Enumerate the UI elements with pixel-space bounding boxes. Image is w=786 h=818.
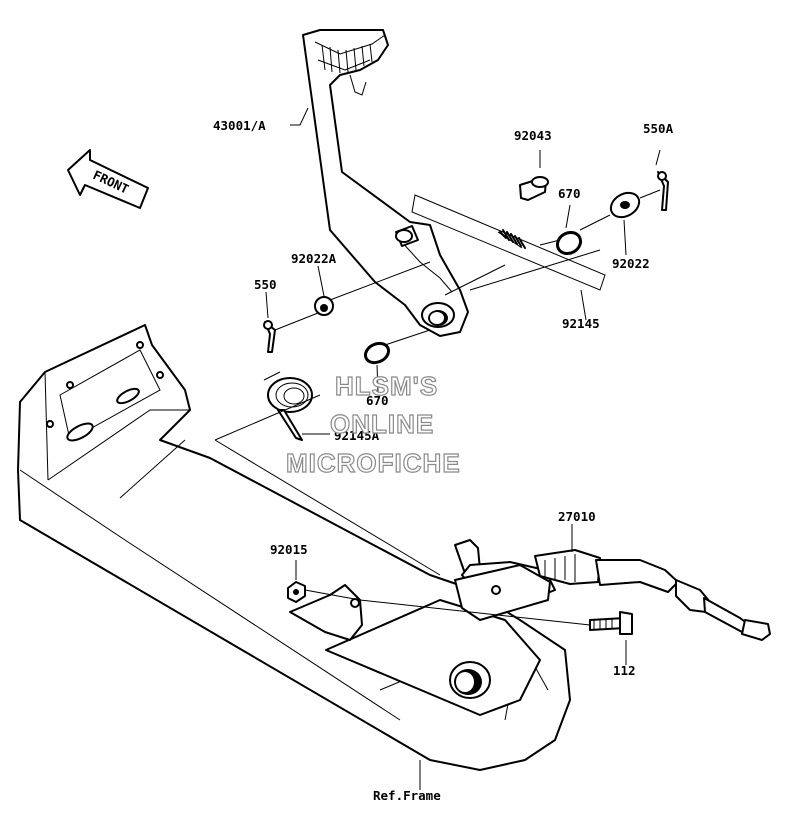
label-cotter-pin-a: 550A xyxy=(643,121,674,136)
label-return-spring: 92145A xyxy=(334,428,380,443)
label-cotter-pin: 550 xyxy=(254,277,277,292)
front-arrow: FRONT xyxy=(67,149,149,209)
washer-92022a xyxy=(314,296,334,316)
spring-92145 xyxy=(497,229,526,249)
label-spring: 92145 xyxy=(562,316,600,331)
bolt-112 xyxy=(589,611,633,635)
return-spring-92145a xyxy=(263,371,313,441)
label-o-ring-upper: 670 xyxy=(558,186,581,201)
watermark: HLSM'S ONLINE MICROFICHE xyxy=(285,370,461,478)
label-brake-pedal: 43001/A xyxy=(213,118,266,133)
cotter-pin-550a xyxy=(657,171,669,211)
washer-92022 xyxy=(609,191,641,219)
pivot-shaft xyxy=(411,194,606,291)
label-washer-right: 92022 xyxy=(612,256,650,271)
label-bolt: 112 xyxy=(613,663,636,678)
watermark-line-3: MICROFICHE xyxy=(286,448,461,478)
o-ring-upper xyxy=(555,230,583,256)
watermark-line-2: ONLINE xyxy=(330,409,434,439)
brake-pedal xyxy=(302,29,469,337)
label-o-ring-lower: 670 xyxy=(366,393,389,408)
switch-bracket xyxy=(289,564,551,641)
cotter-pin-550 xyxy=(263,320,276,353)
frame-rail xyxy=(17,324,571,771)
label-pin: 92043 xyxy=(514,128,552,143)
label-brake-switch: 27010 xyxy=(558,509,596,524)
label-frame-ref: Ref.Frame xyxy=(373,788,441,803)
o-ring-lower xyxy=(363,341,391,365)
leader-lines xyxy=(214,107,661,790)
watermark-line-1: HLSM'S xyxy=(335,371,438,401)
label-washer-left: 92022A xyxy=(291,251,337,266)
label-nut: 92015 xyxy=(270,542,308,557)
nut-92015 xyxy=(287,581,306,603)
pin-92043 xyxy=(519,176,549,201)
